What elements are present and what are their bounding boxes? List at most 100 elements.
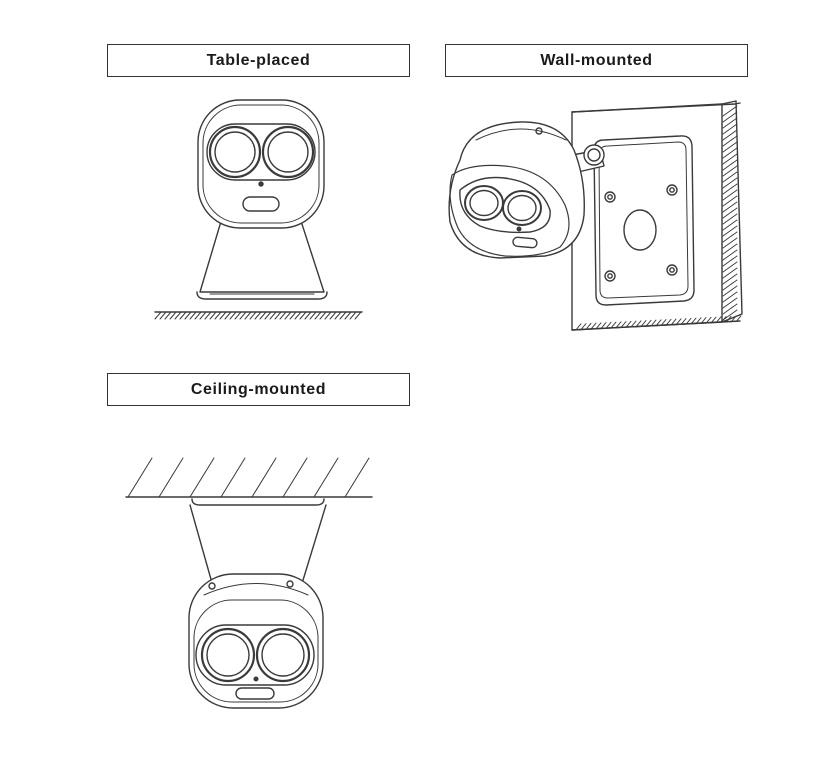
hatch-line	[184, 311, 192, 320]
hatch-line	[344, 457, 370, 498]
hatch-line	[705, 316, 712, 324]
hatch-line	[620, 321, 627, 328]
hatch-line	[600, 322, 607, 329]
hatch-line	[722, 219, 738, 231]
hatch-line	[670, 318, 677, 326]
hatch-line	[329, 311, 337, 320]
hatch-line	[722, 153, 738, 165]
hatch-line	[690, 317, 697, 325]
hatch-line	[575, 323, 582, 331]
hatch-line	[722, 237, 738, 249]
hatch-line	[615, 321, 622, 329]
hatch-line	[722, 297, 738, 309]
hatch-line	[635, 320, 642, 328]
hatch-line	[127, 457, 153, 498]
hatch-line	[722, 201, 738, 213]
hatch-line	[264, 311, 272, 320]
ceiling-hatch	[125, 457, 373, 498]
hatch-line	[715, 316, 722, 324]
hatch-line	[645, 319, 652, 327]
hatch-line	[722, 159, 738, 171]
hatch-line	[722, 189, 738, 201]
hatch-line	[309, 311, 317, 320]
hatch-line	[274, 311, 282, 320]
hatch-line	[254, 311, 262, 320]
table-stand	[196, 217, 328, 300]
hatch-line	[174, 311, 182, 320]
hatch-line	[294, 311, 302, 320]
hatch-line	[725, 315, 732, 323]
wall-mounted-label: Wall-mounted	[445, 44, 748, 77]
hatch-line	[722, 105, 738, 117]
hatch-line	[580, 323, 587, 330]
hatch-line	[675, 318, 682, 326]
hatch-line	[625, 320, 632, 328]
hatch-line	[164, 311, 172, 320]
hatch-line	[269, 311, 277, 320]
hatch-line	[234, 311, 242, 320]
hatch-line	[735, 315, 742, 323]
hatch-line	[722, 177, 738, 189]
camera-ceiling	[188, 573, 324, 709]
hatch-line	[722, 291, 738, 303]
hatch-line	[239, 311, 247, 320]
hatch-line	[590, 322, 597, 330]
hatch-line	[710, 316, 717, 324]
table-placed-label: Table-placed	[107, 44, 410, 77]
hatch-line	[220, 457, 246, 498]
hatch-line	[219, 311, 227, 320]
hatch-line	[722, 309, 738, 321]
hatch-line	[304, 311, 312, 320]
hatch-line	[154, 311, 162, 320]
ceiling-mounted-label: Ceiling-mounted	[107, 373, 410, 406]
hatch-line	[610, 321, 617, 329]
hatch-line	[319, 311, 327, 320]
hatch-line	[722, 147, 738, 159]
hatch-line	[722, 303, 738, 315]
hatch-line	[695, 317, 702, 325]
hatch-line	[660, 319, 667, 326]
hatch-line	[259, 311, 267, 320]
hatch-line	[730, 315, 737, 323]
hatch-line	[722, 261, 738, 273]
hatch-line	[349, 311, 357, 320]
hatch-line	[722, 195, 738, 207]
floor-hatch	[154, 311, 363, 320]
hatch-line	[722, 279, 738, 291]
hatch-line	[680, 318, 687, 325]
hatch-line	[229, 311, 237, 320]
hatch-line	[169, 311, 177, 320]
hatch-line	[722, 231, 738, 243]
hatch-line	[685, 317, 692, 325]
hatch-line	[722, 285, 738, 297]
hatch-line	[179, 311, 187, 320]
hatch-line	[722, 111, 738, 123]
hatch-line	[158, 457, 184, 498]
hatch-line	[722, 123, 738, 135]
hatch-line	[655, 319, 662, 327]
hatch-line	[314, 311, 322, 320]
hatch-line	[722, 135, 738, 147]
mounting-plate	[593, 135, 695, 306]
hatch-line	[722, 141, 738, 153]
hatch-line	[251, 457, 277, 498]
hatch-line	[595, 322, 602, 330]
hatch-line	[630, 320, 637, 328]
wall-mounted-illustration	[448, 100, 743, 331]
hatch-line	[334, 311, 342, 320]
hatch-line	[324, 311, 332, 320]
hatch-line	[159, 311, 167, 320]
hatch-line	[722, 225, 738, 237]
hatch-line	[722, 171, 738, 183]
hatch-line	[189, 311, 197, 320]
hatch-line	[722, 273, 738, 285]
hatch-line	[722, 207, 738, 219]
hatch-line	[722, 183, 738, 195]
hatch-line	[344, 311, 352, 320]
hatch-line	[339, 311, 347, 320]
hatch-line	[299, 311, 307, 320]
hatch-line	[722, 117, 738, 129]
hatch-line	[722, 267, 738, 279]
hatch-line	[722, 129, 738, 141]
hatch-line	[189, 457, 215, 498]
